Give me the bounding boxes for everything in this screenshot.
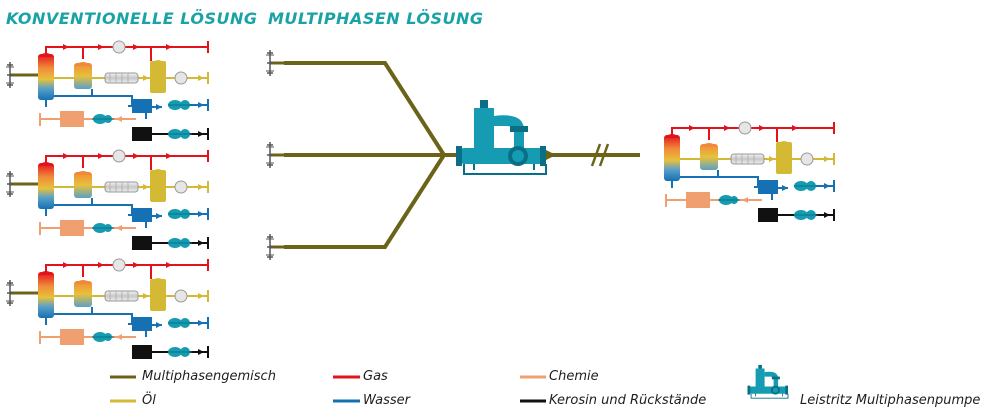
legend-label-oil: Öl [142,393,156,408]
conventional-unit-1 [4,40,209,142]
legend-swatches [110,364,789,403]
conventional-unit-2 [4,149,209,251]
legend-label-multiphase: Multiphasengemisch [142,369,276,384]
legend-label-pump: Leistritz Multiphasenpumpe [800,393,981,408]
multiphase-pipeline [284,61,640,249]
conventional-unit-3 [4,258,209,360]
leistritz-multiphase-pump [455,99,547,175]
legend-label-chemical: Chemie [549,369,599,384]
legend-label-gas: Gas [363,369,388,384]
receiving-plant [663,121,835,223]
title-conventional-solution: KONVENTIONELLE LÖSUNG [6,9,258,28]
title-multiphase-solution: MULTIPHASEN LÖSUNG [268,9,484,28]
legend-label-water: Wasser [363,393,410,408]
legend-label-kerosene: Kerosin und Rückstände [549,393,707,408]
pump-icon [747,364,789,399]
